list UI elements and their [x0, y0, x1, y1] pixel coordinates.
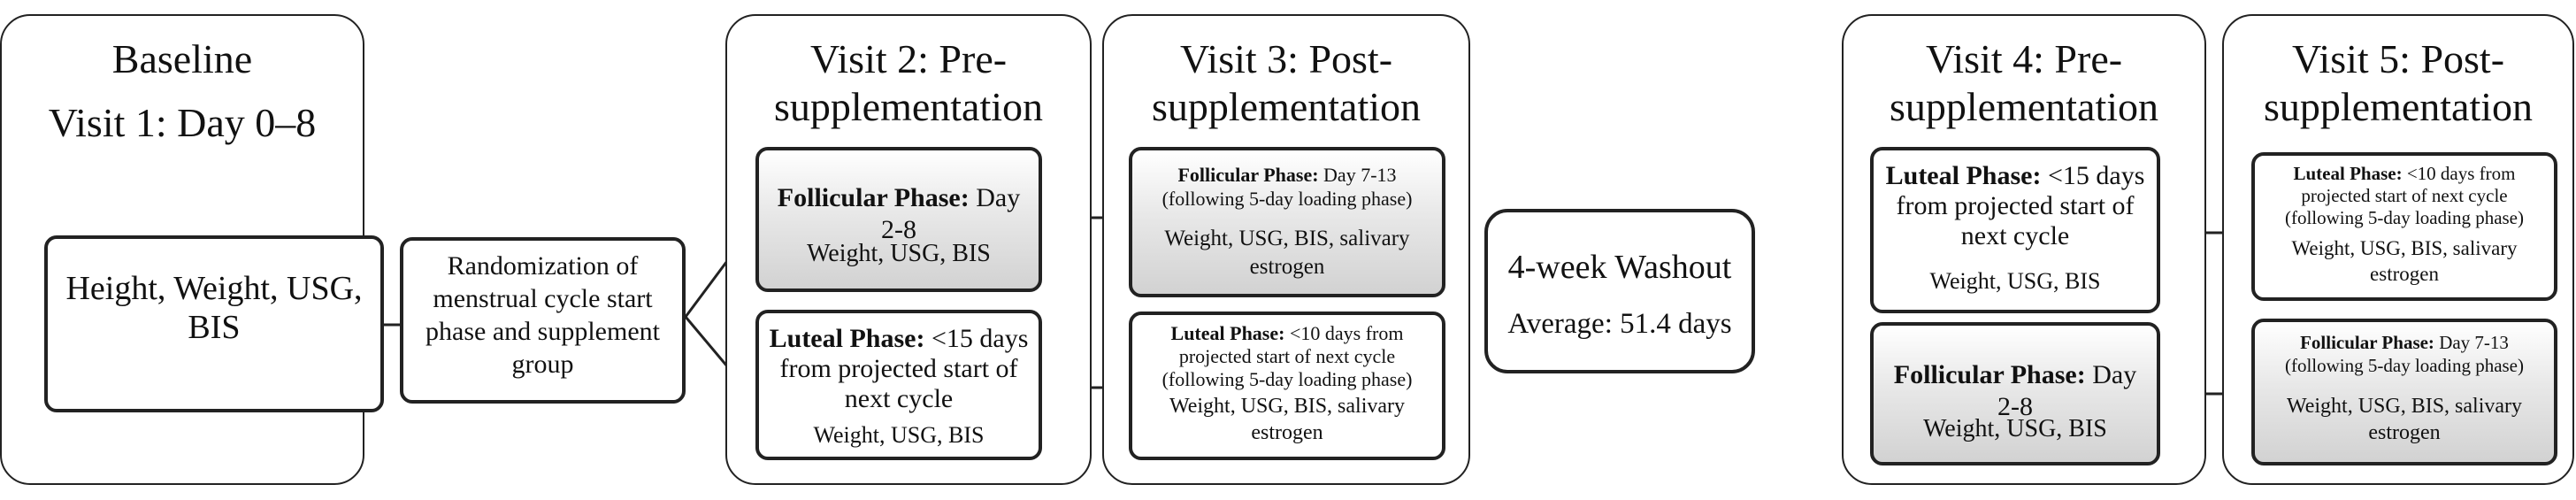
visit5-luteal-timing: <10 days from projected start of next cy… — [2284, 163, 2525, 228]
visit4-luteal-box: Luteal Phase: <15 days from projected st… — [1870, 147, 2160, 313]
visit5-luteal-label: Luteal Phase: — [2293, 163, 2403, 184]
baseline-measures-box: Height, Weight, USG, BIS — [44, 235, 384, 412]
visit2-luteal-measures: Weight, USG, BIS — [813, 422, 985, 448]
visit3-luteal-box: Luteal Phase: <10 days from projected st… — [1129, 312, 1445, 460]
visit2-luteal-timing: <15 days from projected start of next cy… — [779, 324, 1029, 413]
visit2-follicular-label: Follicular Phase: — [777, 183, 970, 212]
visit4-follicular-label: Follicular Phase: — [1893, 360, 2086, 389]
visit3-follicular-box: Follicular Phase: Day 7-13 (following 5-… — [1129, 147, 1445, 297]
visit3-luteal-measures: Weight, USG, BIS, salivary estrogen — [1169, 395, 1406, 444]
washout-box: 4-week Washout Average: 51.4 days — [1484, 209, 1755, 373]
visit3-follicular-measures: Weight, USG, BIS, salivary estrogen — [1164, 227, 1410, 279]
visit2-luteal-label: Luteal Phase: — [769, 324, 925, 353]
visit2-follicular-measures: Weight, USG, BIS — [807, 240, 991, 267]
visit5-luteal-box: Luteal Phase: <10 days from projected st… — [2251, 152, 2557, 301]
visit2-title: Visit 2: Pre-supplementation — [773, 36, 1044, 129]
visit3-luteal-timing: <10 days from projected start of next cy… — [1162, 322, 1413, 390]
visit4-luteal-measures: Weight, USG, BIS — [1929, 268, 2101, 294]
baseline-measures-text: Height, Weight, USG, BIS — [65, 270, 363, 346]
visit4-luteal-timing: <15 days from projected start of next cy… — [1896, 161, 2145, 250]
visit3-title: Visit 3: Post-supplementation — [1151, 36, 1422, 129]
visit5-title: Visit 5: Post-supplementation — [2263, 36, 2534, 129]
visit5-follicular-label: Follicular Phase: — [2300, 332, 2434, 353]
visit4-title: Visit 4: Pre-supplementation — [1889, 36, 2159, 129]
visit4-follicular-measures: Weight, USG, BIS — [1923, 415, 2107, 442]
visit4-luteal-label: Luteal Phase: — [1885, 161, 2042, 190]
baseline-title: Baseline — [111, 36, 253, 81]
washout-title: 4-week Washout — [1507, 249, 1732, 286]
visit5-follicular-timing: Day 7-13 (following 5-day loading phase) — [2284, 332, 2525, 376]
visit3-luteal-label: Luteal Phase: — [1170, 322, 1285, 344]
visit5-follicular-box: Follicular Phase: Day 7-13 (following 5-… — [2251, 319, 2557, 465]
visit2-follicular-box: Follicular Phase: Day 2-8 Weight, USG, B… — [755, 147, 1042, 292]
visit4-follicular-timing: Day 2-8 — [1997, 360, 2137, 421]
visit4-follicular-box: Follicular Phase: Day 2-8 Weight, USG, B… — [1870, 322, 2160, 465]
visit2-follicular-timing: Day 2-8 — [881, 183, 1021, 244]
visit5-follicular-measures: Weight, USG, BIS, salivary estrogen — [2286, 395, 2523, 444]
randomization-text: Randomization of menstrual cycle start p… — [426, 251, 660, 379]
visit2-luteal-box: Luteal Phase: <15 days from projected st… — [755, 310, 1042, 460]
visit3-follicular-timing: Day 7-13 (following 5-day loading phase) — [1162, 164, 1413, 210]
visit5-luteal-measures: Weight, USG, BIS, salivary estrogen — [2291, 237, 2518, 285]
baseline-visit1-title: Visit 1: Day 0–8 — [48, 100, 317, 145]
visit3-follicular-label: Follicular Phase: — [1177, 164, 1319, 186]
randomization-box: Randomization of menstrual cycle start p… — [400, 237, 686, 404]
washout-average: Average: 51.4 days — [1507, 308, 1732, 340]
